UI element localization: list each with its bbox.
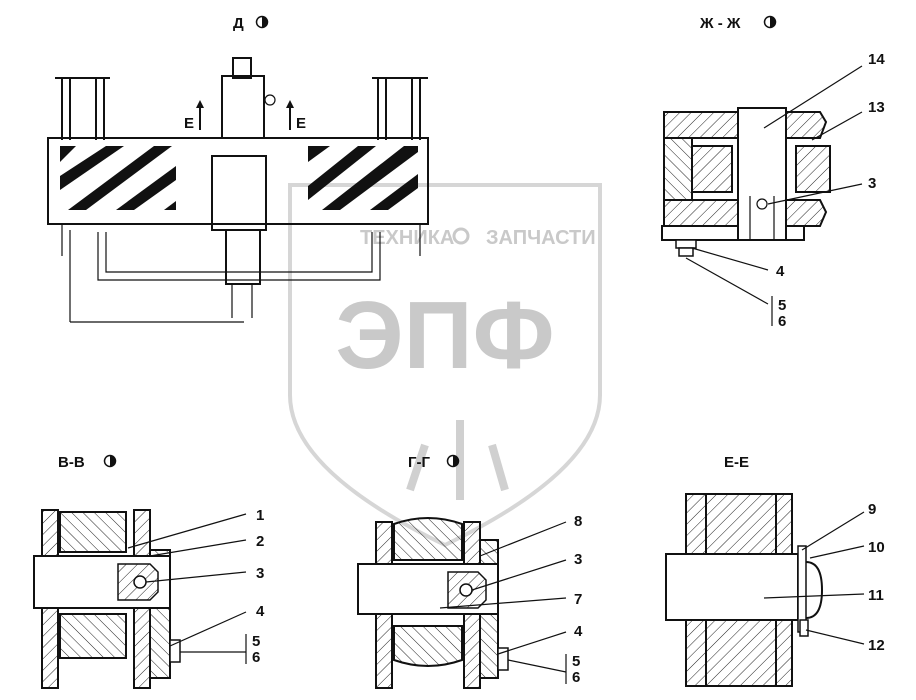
callout-v-3: 3	[256, 565, 264, 582]
watermark-text-right: ЗАПЧАСТИ	[486, 227, 596, 249]
section-e-pin	[665, 553, 799, 621]
view-d-warning-stripes-left	[60, 146, 176, 210]
section-e-leaders	[763, 511, 865, 645]
view-d-lower-shaft	[225, 229, 261, 285]
section-g-rotate-icon	[446, 454, 460, 468]
callout-v-6: 6	[252, 649, 260, 666]
view-d-shaft	[232, 57, 252, 79]
callout-g-6: 6	[572, 669, 580, 686]
view-d-warning-stripes-right	[308, 146, 418, 210]
section-v-title: В-В	[58, 454, 85, 471]
section-v-leaders	[127, 513, 247, 664]
callout-g-7: 7	[574, 591, 582, 608]
watermark-logo: ЭПФ	[335, 282, 554, 389]
callout-g-4: 4	[574, 623, 583, 640]
watermark-text-left: ТЕХНИКА	[360, 227, 454, 249]
section-zh-pin	[737, 107, 787, 241]
section-v: В-В 1 2 3 4 5 6	[33, 454, 265, 689]
section-zh-leaders	[685, 65, 863, 326]
watermark: ТЕХНИКА ЗАПЧАСТИ ЭПФ	[288, 183, 602, 548]
view-d: Д Е Е	[47, 15, 429, 323]
view-d-bolt	[264, 94, 276, 106]
callout-zh-13: 13	[868, 99, 885, 116]
wheat-icon	[406, 420, 509, 500]
callout-g-3: 3	[574, 551, 582, 568]
callout-zh-6: 6	[778, 313, 786, 330]
section-e-marker-right: Е	[286, 100, 306, 132]
section-v-rotate-icon	[103, 454, 117, 468]
callout-v-5: 5	[252, 633, 260, 650]
callout-zh-4: 4	[776, 263, 785, 280]
callout-g-5: 5	[572, 653, 580, 670]
section-g: Г-Г 8 3 7 4 5 6	[357, 454, 583, 689]
view-d-rotate-icon	[255, 15, 269, 29]
view-d-title: Д	[233, 15, 244, 32]
callout-zh-5: 5	[778, 297, 786, 314]
view-d-housing	[221, 75, 265, 139]
callout-v-2: 2	[256, 533, 264, 550]
section-zh-title: Ж - Ж	[699, 15, 741, 32]
callout-e-10: 10	[868, 539, 885, 556]
callout-e-12: 12	[868, 637, 885, 654]
section-g-leaders	[439, 521, 567, 684]
view-d-beam	[47, 137, 429, 225]
callout-zh-14: 14	[868, 51, 885, 68]
callout-e-11: 11	[868, 587, 884, 604]
section-zh-rotate-icon	[763, 15, 777, 29]
section-g-title: Г-Г	[408, 454, 430, 471]
callout-v-1: 1	[256, 507, 264, 524]
svg-text:Е: Е	[296, 115, 306, 132]
callout-v-4: 4	[256, 603, 265, 620]
gear-icon	[452, 227, 470, 245]
section-e-title: Е-Е	[724, 454, 749, 471]
section-e: Е-Е 9 10 11 12	[665, 454, 885, 687]
section-e-marker-left: Е	[184, 100, 204, 132]
callout-e-9: 9	[868, 501, 876, 518]
view-d-frame	[97, 232, 381, 281]
view-d-posts	[55, 77, 428, 140]
svg-text:Е: Е	[184, 115, 194, 132]
callout-g-8: 8	[574, 513, 582, 530]
section-zh: Ж - Ж 14 13 3 4 5 6	[661, 15, 885, 330]
view-d-center-block	[211, 155, 267, 231]
callout-zh-3: 3	[868, 175, 876, 192]
